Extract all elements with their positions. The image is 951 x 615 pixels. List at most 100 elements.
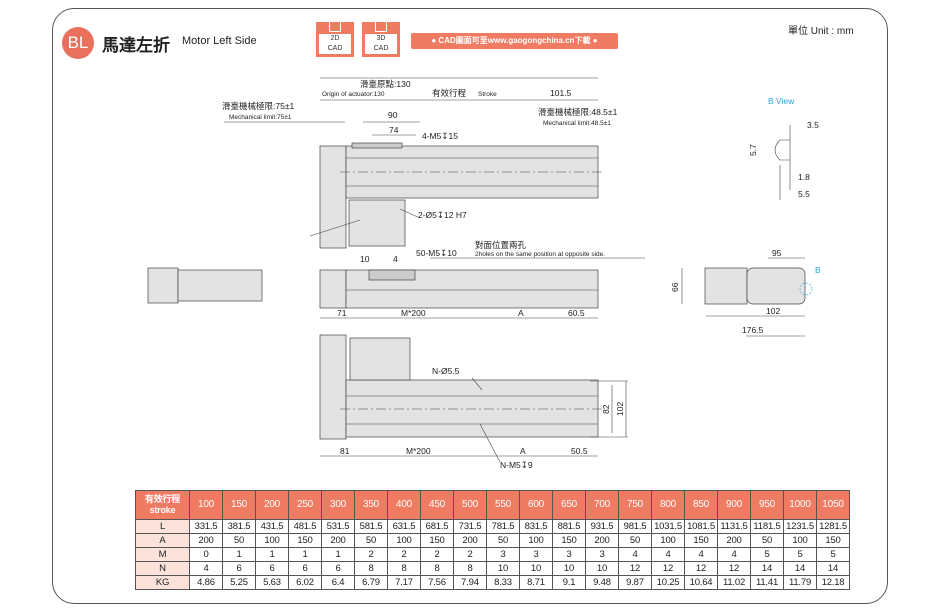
table-cell: 4 [717, 547, 751, 562]
top-view-motor-block [319, 145, 347, 249]
table-cell: 100 [387, 533, 421, 548]
table-cell: 10 [519, 561, 553, 576]
svg-text:90: 90 [388, 110, 398, 120]
stroke-cell: 100 [189, 490, 223, 520]
svg-text:1.8: 1.8 [798, 172, 810, 182]
svg-text:對面位置兩孔: 對面位置兩孔 [475, 240, 527, 250]
bottom-view-motor-block [319, 334, 347, 440]
table-cell: 200 [453, 533, 487, 548]
table-cell: 8 [354, 561, 388, 576]
table-cell: 8 [420, 561, 454, 576]
unit-label: 單位 Unit : mm [788, 26, 854, 37]
svg-text:A: A [520, 446, 526, 456]
table-cell: 50 [222, 533, 256, 548]
table-cell: 14 [816, 561, 850, 576]
table-cell: 100 [783, 533, 817, 548]
table-cell: 2 [420, 547, 454, 562]
table-cell: 431.5 [255, 519, 289, 534]
table-cell: 5.63 [255, 575, 289, 590]
table-cell: 3 [552, 547, 586, 562]
table-cell: 9.87 [618, 575, 652, 590]
left-view-body [177, 269, 263, 302]
svg-text:滑臺機械極限:48.5±1: 滑臺機械極限:48.5±1 [538, 107, 618, 117]
svg-text:3.5: 3.5 [807, 120, 819, 130]
svg-text:Stroke: Stroke [478, 91, 497, 98]
row-label: KG [135, 575, 190, 590]
row-label: L [135, 519, 190, 534]
table-cell: 4 [618, 547, 652, 562]
svg-text:N-M5↧9: N-M5↧9 [500, 460, 533, 470]
svg-text:176.5: 176.5 [742, 325, 764, 335]
table-cell: 8 [387, 561, 421, 576]
stroke-cell: 700 [585, 490, 619, 520]
table-cell: 12 [651, 561, 685, 576]
table-cell: 3 [486, 547, 520, 562]
left-view-plate [147, 267, 179, 304]
table-cell: 381.5 [222, 519, 256, 534]
cad-download-link[interactable]: ● CAD圖面可至www.gaogongchina.cn下載 ● [411, 33, 618, 49]
table-cell: 631.5 [387, 519, 421, 534]
title-english: Motor Left Side [182, 35, 257, 47]
table-cell: 11.41 [750, 575, 784, 590]
svg-text:有效行程: 有效行程 [432, 88, 467, 98]
row-label: M [135, 547, 190, 562]
table-cell: 1181.5 [750, 519, 784, 534]
svg-text:N-Ø5.5: N-Ø5.5 [432, 366, 460, 376]
side-view-carriage [368, 269, 416, 281]
table-cell: 10 [552, 561, 586, 576]
table-cell: 5 [783, 547, 817, 562]
stroke-cell: 450 [420, 490, 454, 520]
table-cell: 12.18 [816, 575, 850, 590]
spec-card [52, 8, 888, 604]
table-cell: 11.02 [717, 575, 751, 590]
table-cell: 200 [189, 533, 223, 548]
bottom-view-body [345, 379, 599, 438]
stroke-cell: 300 [321, 490, 355, 520]
table-cell: 6.4 [321, 575, 355, 590]
stroke-cell: 500 [453, 490, 487, 520]
table-cell: 200 [717, 533, 751, 548]
table-cell: 0 [189, 547, 223, 562]
svg-text:60.5: 60.5 [568, 308, 585, 318]
svg-text:10: 10 [360, 254, 370, 264]
table-cell: 12 [717, 561, 751, 576]
stroke-cell: 1000 [783, 490, 817, 520]
svg-text:50.5: 50.5 [571, 446, 588, 456]
origin-label: 滑臺原點:130 [360, 79, 411, 89]
table-cell: 50 [750, 533, 784, 548]
table-cell: 1231.5 [783, 519, 817, 534]
row-label: N [135, 561, 190, 576]
table-cell: 1131.5 [717, 519, 751, 534]
table-cell: 1 [321, 547, 355, 562]
table-cell: 50 [354, 533, 388, 548]
table-cell: 14 [783, 561, 817, 576]
svg-text:5.7: 5.7 [748, 144, 758, 156]
floppy-notch-icon [329, 22, 341, 32]
stroke-cell: 650 [552, 490, 586, 520]
stroke-cell: 750 [618, 490, 652, 520]
svg-text:102: 102 [615, 402, 625, 416]
side-view-motor-block [319, 269, 347, 309]
table-cell: 11.79 [783, 575, 817, 590]
stroke-cell: 150 [222, 490, 256, 520]
table-cell: 4 [684, 547, 718, 562]
table-cell: 731.5 [453, 519, 487, 534]
svg-text:M*200: M*200 [406, 446, 431, 456]
row-label: A [135, 533, 190, 548]
svg-text:95: 95 [772, 248, 782, 258]
stroke-cell: 350 [354, 490, 388, 520]
table-cell: 3 [519, 547, 553, 562]
svg-text:M*200: M*200 [401, 308, 426, 318]
svg-text:71: 71 [337, 308, 347, 318]
table-cell: 531.5 [321, 519, 355, 534]
svg-text:B View: B View [768, 96, 795, 106]
svg-text:50-M5↧10: 50-M5↧10 [416, 248, 457, 258]
